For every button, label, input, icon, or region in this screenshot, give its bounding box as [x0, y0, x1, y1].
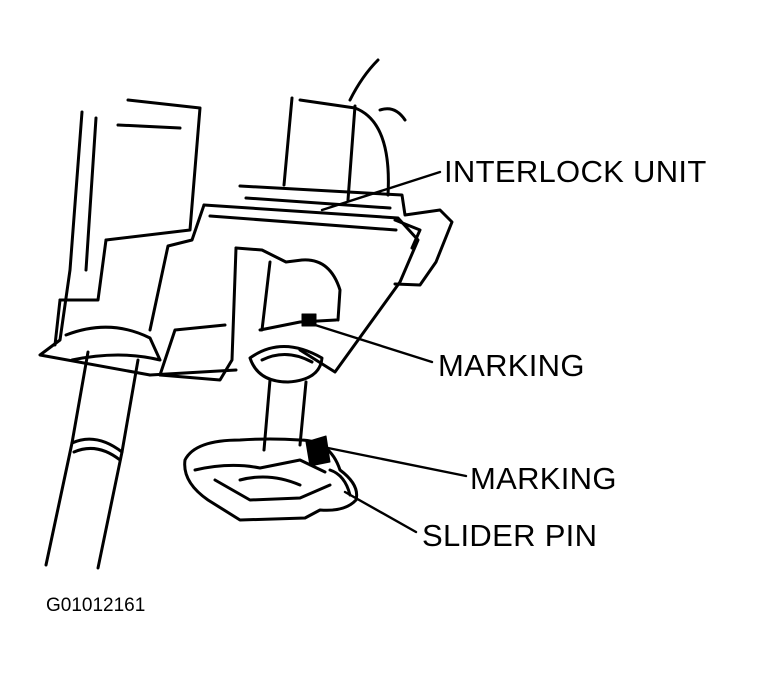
column-housing	[38, 98, 238, 377]
leader-marking-lower	[326, 446, 468, 478]
shift-lever-shaft	[44, 350, 140, 570]
guide-post	[282, 58, 407, 202]
label-marking-lower: MARKING	[470, 461, 617, 496]
leader-slider-pin	[343, 490, 418, 534]
label-interlock-unit: INTERLOCK UNIT	[444, 154, 707, 189]
figure-id: G01012161	[46, 595, 146, 616]
label-slider-pin: SLIDER PIN	[422, 518, 598, 553]
slider-pin-shaft	[248, 345, 324, 452]
interlock-unit	[148, 184, 454, 382]
leader-lines	[310, 170, 468, 534]
slider-pin-knob	[183, 437, 359, 522]
leader-interlock-unit	[320, 170, 442, 212]
marking-lower-block	[305, 435, 331, 467]
label-marking-upper: MARKING	[438, 348, 585, 383]
leader-marking-upper	[310, 322, 434, 364]
